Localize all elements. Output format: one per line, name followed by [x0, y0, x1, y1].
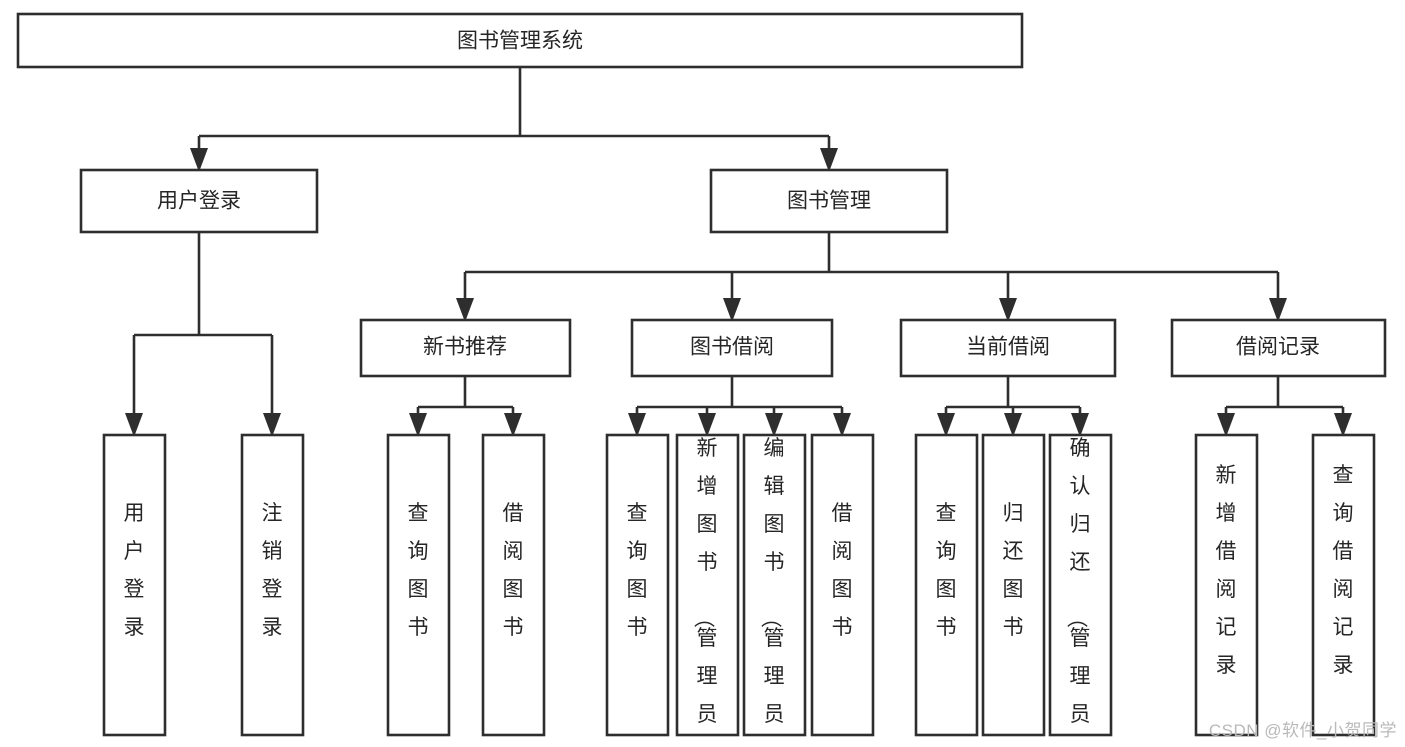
node-new-book-recommend-label: 新书推荐	[423, 336, 507, 359]
leaf-confirm-return[interactable]: 确认归还（管理员）	[1048, 433, 1113, 747]
node-current-borrow-box[interactable]	[899, 318, 1117, 378]
leaf-query-book-1-label: 查询图书	[408, 502, 429, 639]
arrow-to-borrow-record	[1269, 298, 1287, 322]
arrow-to-leaf-add-record	[1217, 413, 1235, 437]
node-book-borrow-label: 图书借阅	[690, 336, 774, 359]
node-user-login[interactable]: 用户登录	[79, 168, 319, 234]
leaf-return-book-label: 归还图书	[1003, 502, 1024, 639]
leaf-add-book-box[interactable]	[675, 433, 740, 737]
node-new-book-recommend-box[interactable]	[359, 318, 572, 378]
leaf-user-logout[interactable]: 注销登录	[240, 433, 305, 737]
leaf-query-book-2-box[interactable]	[605, 433, 670, 737]
leaf-user-login-box[interactable]	[102, 433, 167, 737]
arrow-to-leaf-return-book	[1004, 413, 1022, 437]
leaf-confirm-return-box[interactable]	[1048, 433, 1113, 737]
arrow-to-leaf-edit-book	[765, 413, 783, 437]
node-current-borrow-label: 当前借阅	[966, 336, 1050, 359]
arrow-to-leaf-user-login	[125, 413, 143, 437]
arrow-to-leaf-add-book	[698, 413, 716, 437]
leaf-query-record-label: 查询借阅记录	[1333, 464, 1354, 677]
arrow-to-leaf-borrow-book-2	[833, 413, 851, 437]
leaf-query-record-box[interactable]	[1311, 433, 1376, 737]
leaf-query-book-1-box[interactable]	[386, 433, 451, 737]
arrow-to-user-login	[190, 148, 208, 172]
node-borrow-record-label: 借阅记录	[1236, 336, 1320, 359]
arrow-to-new-book-recommend	[456, 298, 474, 322]
arrow-to-book-management	[820, 148, 838, 172]
leaf-user-logout-label: 注销登录	[262, 502, 283, 639]
leaf-query-book-2-label: 查询图书	[627, 502, 648, 639]
node-new-book-recommend[interactable]: 新书推荐	[359, 318, 572, 378]
node-user-login-label: 用户登录	[157, 190, 241, 213]
leaf-user-logout-box[interactable]	[240, 433, 305, 737]
leaf-edit-book-label: 编辑图书（管理员）	[759, 437, 785, 747]
node-borrow-record[interactable]: 借阅记录	[1170, 318, 1387, 378]
leaf-query-record[interactable]: 查询借阅记录	[1311, 433, 1376, 737]
node-book-borrow-box[interactable]	[630, 318, 834, 378]
arrow-to-leaf-query-book-1	[409, 413, 427, 437]
node-book-management-box[interactable]	[709, 168, 949, 234]
arrow-to-leaf-confirm-return	[1071, 413, 1089, 437]
node-borrow-record-box[interactable]	[1170, 318, 1387, 378]
node-book-management-label: 图书管理	[787, 190, 871, 213]
leaf-add-record-label: 新增借阅记录	[1216, 464, 1237, 677]
node-root-box[interactable]	[16, 12, 1024, 69]
leaf-user-login-label: 用户登录	[124, 502, 145, 639]
arrow-to-leaf-query-book-2	[628, 413, 646, 437]
arrow-to-leaf-query-book-3	[937, 413, 955, 437]
arrow-to-current-borrow	[999, 298, 1017, 322]
leaf-add-book-label: 新增图书（管理员）	[692, 437, 718, 747]
leaf-query-book-3-box[interactable]	[914, 433, 979, 737]
leaf-query-book-2[interactable]: 查询图书	[605, 433, 670, 737]
leaf-query-book-1[interactable]: 查询图书	[386, 433, 451, 737]
leaf-return-book-box[interactable]	[981, 433, 1046, 737]
arrow-to-book-borrow	[723, 298, 741, 322]
leaf-user-login[interactable]: 用户登录	[102, 433, 167, 737]
edges-layer	[125, 67, 1352, 437]
leaf-add-record-box[interactable]	[1194, 433, 1259, 737]
leaf-add-book[interactable]: 新增图书（管理员）	[675, 433, 740, 747]
leaf-edit-book[interactable]: 编辑图书（管理员）	[742, 433, 807, 747]
leaf-query-book-3-label: 查询图书	[936, 502, 957, 639]
node-book-management[interactable]: 图书管理	[709, 168, 949, 234]
node-user-login-box[interactable]	[79, 168, 319, 234]
leaf-borrow-book-2[interactable]: 借阅图书	[810, 433, 875, 737]
leaf-borrow-book-2-box[interactable]	[810, 433, 875, 737]
arrow-to-leaf-user-logout	[263, 413, 281, 437]
node-root[interactable]: 图书管理系统	[16, 12, 1024, 69]
leaf-edit-book-box[interactable]	[742, 433, 807, 737]
leaf-query-book-3[interactable]: 查询图书	[914, 433, 979, 737]
node-current-borrow[interactable]: 当前借阅	[899, 318, 1117, 378]
arrow-to-leaf-borrow-book-1	[504, 413, 522, 437]
arrow-to-leaf-query-record	[1334, 413, 1352, 437]
node-root-label: 图书管理系统	[457, 30, 583, 53]
leaf-add-record[interactable]: 新增借阅记录	[1194, 433, 1259, 737]
leaf-borrow-book-1-label: 借阅图书	[503, 502, 524, 639]
leaf-confirm-return-label: 确认归还（管理员）	[1065, 437, 1091, 747]
leaf-borrow-book-1-box[interactable]	[481, 433, 546, 737]
leaf-borrow-book-1[interactable]: 借阅图书	[481, 433, 546, 737]
leaf-borrow-book-2-label: 借阅图书	[832, 502, 853, 639]
node-book-borrow[interactable]: 图书借阅	[630, 318, 834, 378]
leaf-return-book[interactable]: 归还图书	[981, 433, 1046, 737]
